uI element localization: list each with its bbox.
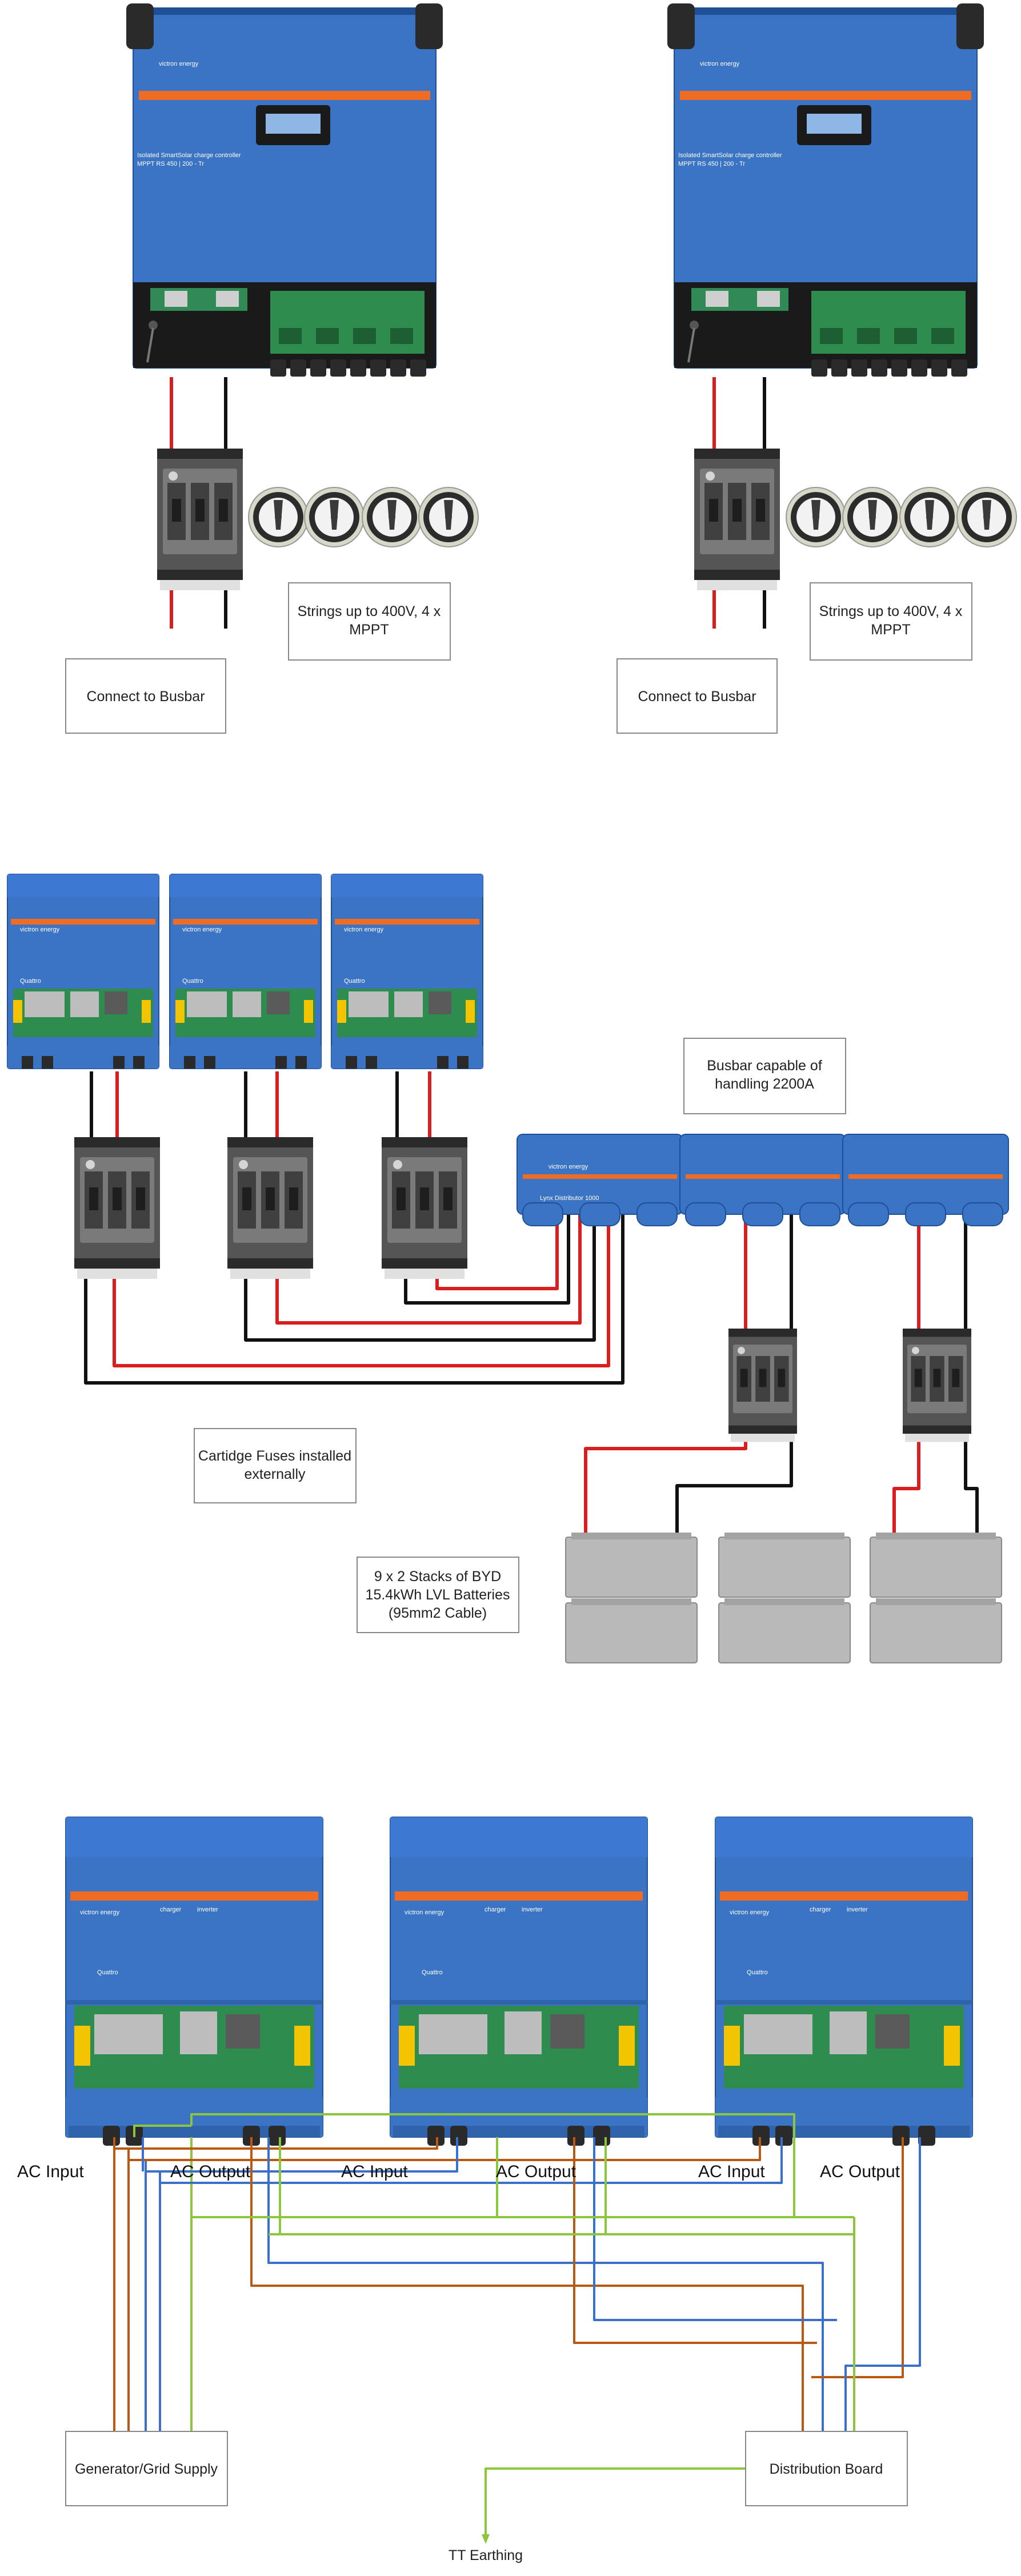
dc-fuse-1 bbox=[74, 1137, 160, 1279]
svg-text:MPPT: MPPT bbox=[871, 622, 910, 638]
svg-text:victron energy: victron energy bbox=[344, 926, 384, 933]
mppt-unit-left: victron energy Isolated SmartSolar charg… bbox=[125, 2, 444, 378]
distribution-board-box: Distribution Board bbox=[745, 2431, 908, 2506]
tt-earthing-label: TT Earthing bbox=[449, 2547, 523, 2563]
mppt-fuse-left bbox=[157, 449, 243, 590]
quattro-ac-2: victron energy Quattro charger inverter bbox=[390, 1817, 648, 2146]
ac-input-label-2: AC Input bbox=[341, 2162, 408, 2181]
quattro-dc-3: victron energy Quattro bbox=[331, 874, 483, 1069]
svg-text:Quattro: Quattro bbox=[97, 1969, 118, 1976]
mppt-fuse-right bbox=[694, 449, 780, 590]
quattro-dc-1: victron energy Quattro bbox=[7, 874, 159, 1069]
svg-text:inverter: inverter bbox=[847, 1906, 868, 1913]
connect-busbar-label-left: Connect to Busbar bbox=[65, 658, 226, 734]
svg-text:Connect to Busbar: Connect to Busbar bbox=[638, 689, 756, 705]
busbar-brand: victron energy bbox=[548, 1163, 588, 1170]
svg-text:charger: charger bbox=[160, 1906, 182, 1913]
battery-bank bbox=[565, 1532, 1002, 1663]
svg-text:handling 2200A: handling 2200A bbox=[715, 1076, 814, 1092]
quattro-dc-2: victron energy Quattro bbox=[169, 874, 322, 1069]
earth-arrow-icon bbox=[482, 2534, 490, 2544]
svg-text:victron energy: victron energy bbox=[405, 1909, 445, 1916]
svg-text:victron energy: victron energy bbox=[730, 1909, 770, 1916]
mppt-subtitle-right: Isolated SmartSolar charge controller bbox=[678, 152, 782, 159]
ac-input-label-3: AC Input bbox=[698, 2162, 765, 2181]
svg-text:externally: externally bbox=[245, 1466, 306, 1482]
dc-wires bbox=[84, 1071, 979, 1537]
quattro-ac-1: victron energy Quattro charger inverter bbox=[65, 1817, 323, 2146]
ac-output-label-1: AC Output bbox=[170, 2162, 251, 2181]
busbar: victron energy Lynx Distributor 1000 bbox=[516, 1134, 1009, 1226]
connect-busbar-label-right: Connect to Busbar bbox=[616, 658, 778, 734]
svg-text:9 x 2 Stacks of BYD: 9 x 2 Stacks of BYD bbox=[374, 1569, 501, 1585]
svg-text:15.4kWh LVL Batteries: 15.4kWh LVL Batteries bbox=[366, 1587, 510, 1603]
cartridge-fuses-label: Cartidge Fuses installed externally bbox=[194, 1428, 357, 1503]
mppt-model-left: MPPT RS 450 | 200 - Tr bbox=[137, 161, 204, 167]
strings-label-right: Strings up to 400V, 4 x MPPT bbox=[810, 582, 972, 661]
pv-isolators-left bbox=[248, 487, 479, 547]
svg-text:Busbar capable of: Busbar capable of bbox=[707, 1058, 822, 1074]
svg-text:Quattro: Quattro bbox=[344, 978, 365, 985]
mppt-wires bbox=[170, 377, 766, 629]
svg-text:MPPT: MPPT bbox=[349, 622, 389, 638]
mppt-model-right: MPPT RS 450 | 200 - Tr bbox=[678, 161, 745, 167]
generator-grid-supply-box: Generator/Grid Supply bbox=[65, 2431, 228, 2506]
svg-text:Quattro: Quattro bbox=[182, 978, 203, 985]
mppt-unit-right: victron energy Isolated SmartSolar charg… bbox=[666, 2, 985, 378]
svg-text:Quattro: Quattro bbox=[747, 1969, 768, 1976]
ac-output-label-2: AC Output bbox=[496, 2162, 576, 2181]
svg-text:Connect to Busbar: Connect to Busbar bbox=[86, 689, 205, 705]
svg-text:Strings up to 400V, 4 x: Strings up to 400V, 4 x bbox=[819, 603, 963, 619]
svg-text:victron energy: victron energy bbox=[182, 926, 222, 933]
byd-batteries-label: 9 x 2 Stacks of BYD 15.4kWh LVL Batterie… bbox=[357, 1557, 519, 1633]
mppt-brand-right: victron energy bbox=[700, 61, 740, 67]
dc-fuse-3 bbox=[382, 1137, 467, 1279]
busbar-capacity-label: Busbar capable of handling 2200A bbox=[683, 1038, 846, 1114]
battery-fuse-2 bbox=[903, 1329, 971, 1442]
mppt-subtitle-left: Isolated SmartSolar charge controller bbox=[137, 152, 241, 159]
svg-text:Generator/Grid Supply: Generator/Grid Supply bbox=[75, 2461, 218, 2477]
svg-text:Strings up to 400V, 4 x: Strings up to 400V, 4 x bbox=[298, 603, 441, 619]
svg-text:inverter: inverter bbox=[522, 1906, 543, 1913]
svg-text:victron energy: victron energy bbox=[20, 926, 60, 933]
battery-fuse-1 bbox=[728, 1329, 797, 1442]
svg-text:Distribution Board: Distribution Board bbox=[770, 2461, 883, 2477]
strings-label-left: Strings up to 400V, 4 x MPPT bbox=[288, 582, 451, 661]
svg-text:victron energy: victron energy bbox=[80, 1909, 120, 1916]
svg-text:Quattro: Quattro bbox=[20, 978, 41, 985]
ac-input-label-1: AC Input bbox=[17, 2162, 84, 2181]
dc-fuse-2 bbox=[227, 1137, 313, 1279]
svg-text:Quattro: Quattro bbox=[422, 1969, 443, 1976]
pv-isolators-right bbox=[786, 487, 1017, 547]
svg-text:Cartidge Fuses installed: Cartidge Fuses installed bbox=[198, 1448, 351, 1464]
ac-wires bbox=[113, 2113, 921, 2537]
svg-text:charger: charger bbox=[810, 1906, 831, 1913]
mppt-brand-left: victron energy bbox=[159, 61, 199, 67]
svg-text:inverter: inverter bbox=[197, 1906, 218, 1913]
svg-text:(95mm2 Cable): (95mm2 Cable) bbox=[389, 1605, 487, 1621]
busbar-model: Lynx Distributor 1000 bbox=[540, 1195, 599, 1202]
quattro-ac-3: victron energy Quattro charger inverter bbox=[715, 1817, 973, 2146]
ac-output-label-3: AC Output bbox=[820, 2162, 900, 2181]
svg-text:charger: charger bbox=[485, 1906, 506, 1913]
